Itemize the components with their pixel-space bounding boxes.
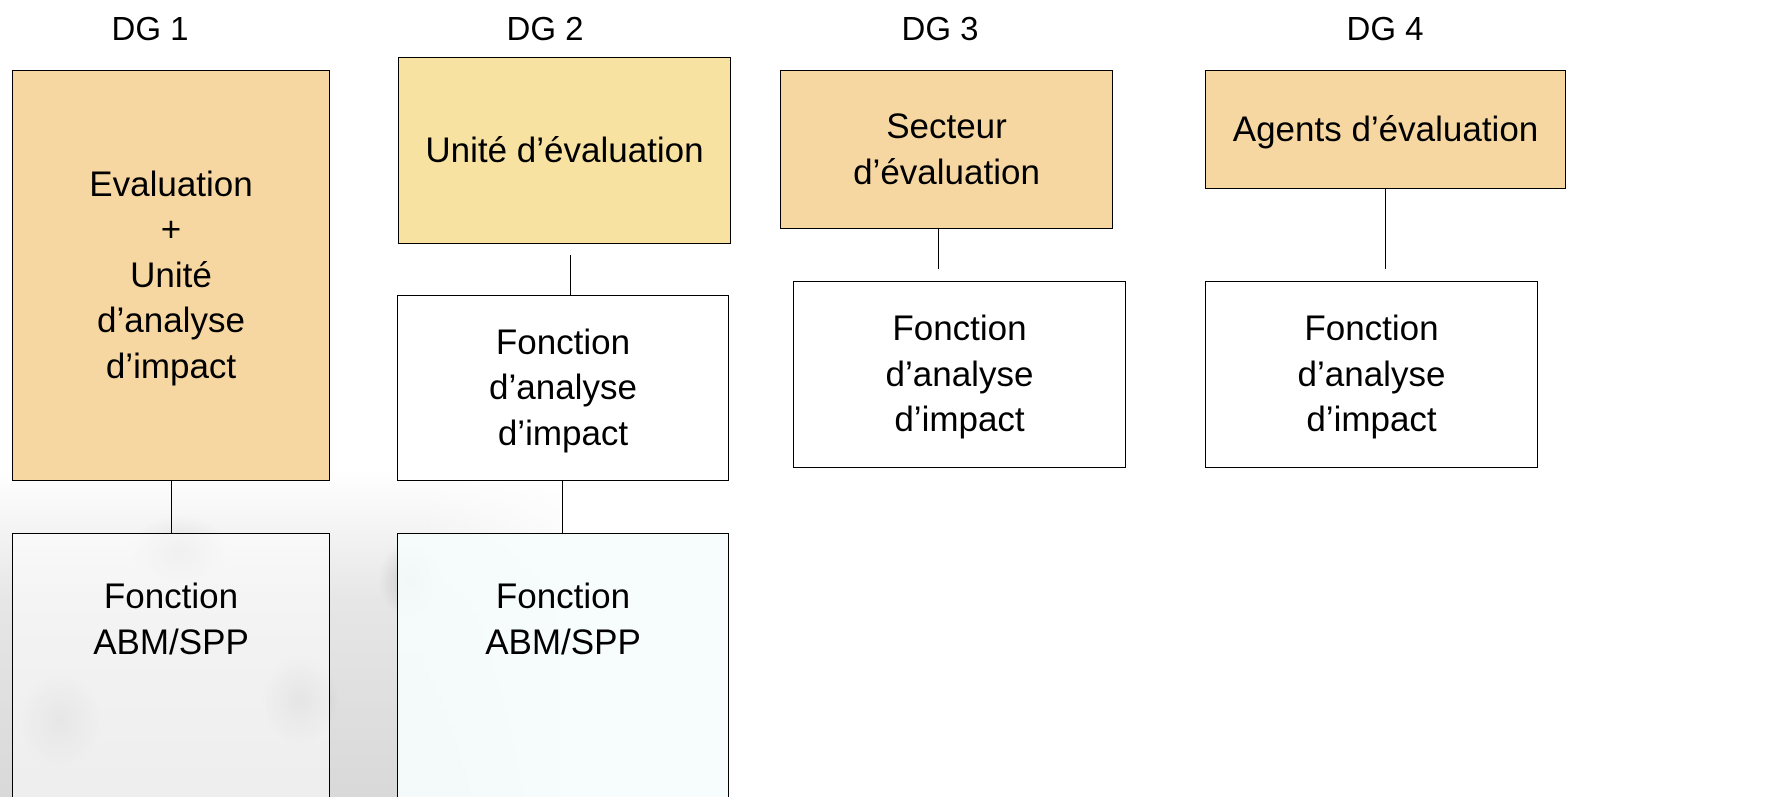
dg1-evaluation-unit-box: Evaluation + Unité d’analyse d’impact xyxy=(12,70,330,481)
dg3-title: DG 3 xyxy=(901,10,979,47)
dg2-evaluation-unit-box: Unité d’évaluation xyxy=(398,57,731,244)
dg1-abm-spp-box: Fonction ABM/SPP xyxy=(12,533,330,797)
dg2-impact-analysis-box: Fonction d’analyse d’impact xyxy=(397,295,729,481)
dg2-connector-top xyxy=(570,255,571,295)
dg4-evaluation-agents-box: Agents d’évaluation xyxy=(1205,70,1566,189)
dg3-impact-analysis-box: Fonction d’analyse d’impact xyxy=(793,281,1126,468)
dg4-impact-analysis-box: Fonction d’analyse d’impact xyxy=(1205,281,1538,468)
dg1-connector xyxy=(171,481,172,533)
dg1-title: DG 1 xyxy=(111,10,189,47)
dg4-title: DG 4 xyxy=(1346,10,1424,47)
dg3-evaluation-sector-box: Secteur d’évaluation xyxy=(780,70,1113,229)
dg2-connector-bottom xyxy=(562,481,563,533)
dg4-connector xyxy=(1385,189,1386,269)
dg3-connector xyxy=(938,229,939,269)
dg2-title: DG 2 xyxy=(506,10,584,47)
dg2-abm-spp-box: Fonction ABM/SPP xyxy=(397,533,729,797)
